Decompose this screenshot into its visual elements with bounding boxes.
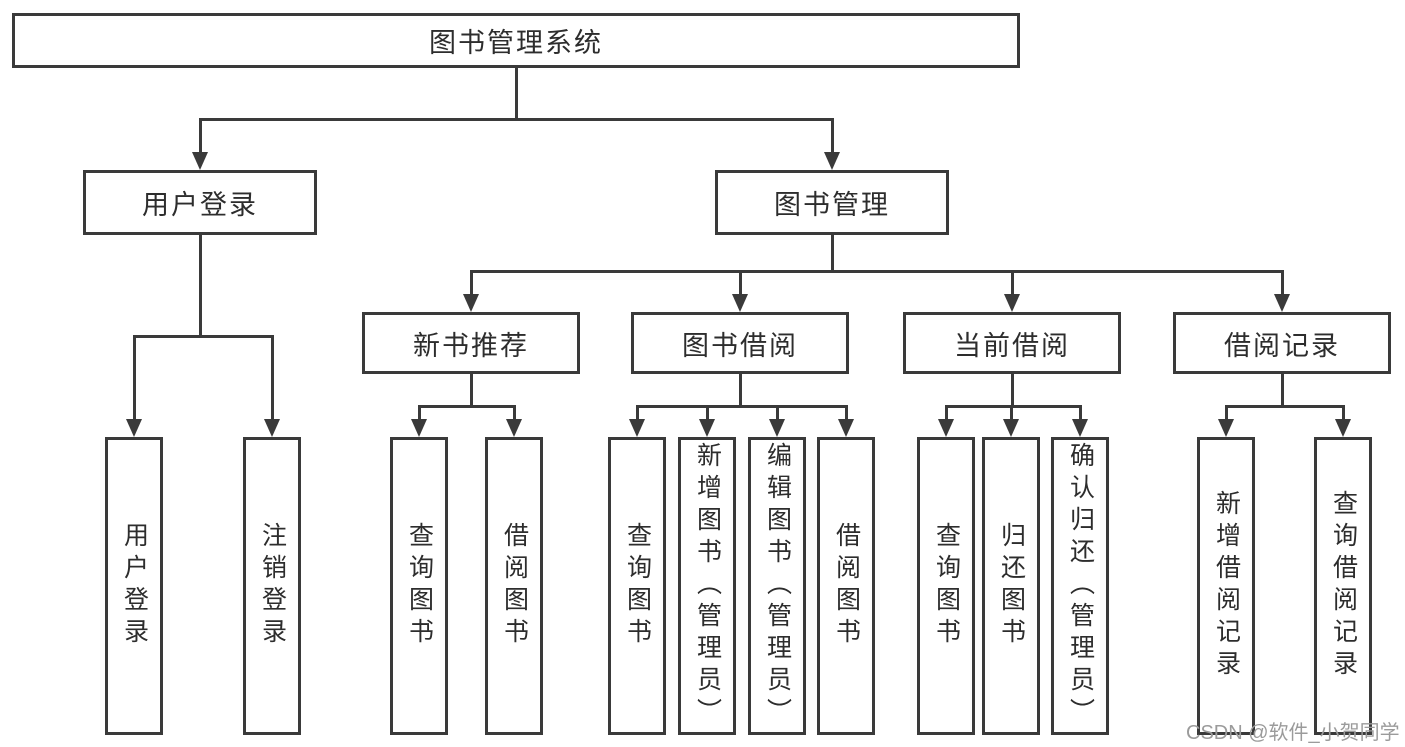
leaf-borrow-books-borrowing: 借阅图书 (817, 437, 875, 735)
arrowhead-down (1335, 419, 1351, 437)
arrowhead-down (1274, 294, 1290, 312)
leaf-user-login: 用户登录 (105, 437, 163, 735)
leaf-label: 归还图书 (997, 522, 1026, 650)
connector-stem-root (515, 68, 518, 121)
leaf-confirm-return-admin: 确认归还（管理员） (1051, 437, 1109, 735)
leaf-label: 查询借阅记录 (1329, 490, 1358, 682)
connector-drop-level3 (1281, 270, 1284, 296)
arrowhead-down (838, 419, 854, 437)
leaf-label: 编辑图书（管理员） (763, 442, 792, 730)
node-borrowing-records: 借阅记录 (1173, 312, 1391, 374)
connector-drop-book-management (831, 118, 834, 154)
node-label: 用户登录 (142, 190, 258, 220)
leaf-label: 查询图书 (623, 522, 652, 650)
arrowhead-down (1218, 419, 1234, 437)
arrowhead-down (264, 419, 280, 437)
leaf-add-books-admin: 新增图书（管理员） (678, 437, 736, 735)
leaf-query-books-recommend: 查询图书 (390, 437, 448, 735)
connector-drop-leaf (1225, 405, 1228, 421)
node-label: 图书借阅 (682, 330, 798, 361)
connector-bar-user-login (133, 335, 274, 338)
arrowhead-down (1072, 419, 1088, 437)
arrowhead-down (699, 419, 715, 437)
leaf-label: 借阅图书 (500, 522, 529, 650)
connector-bar-current-borrowing (945, 405, 1081, 408)
leaf-label: 注销登录 (258, 522, 287, 650)
csdn-watermark: CSDN @软件_小贺同学 (1186, 722, 1400, 744)
connector-bar-new-book-recommend (418, 405, 516, 408)
connector-drop-leaf (513, 405, 516, 421)
connector-bar-root (199, 118, 834, 121)
connector-drop-leaf (1342, 405, 1345, 421)
arrowhead-down (192, 152, 208, 170)
arrowhead-down (732, 294, 748, 312)
node-new-book-recommend: 新书推荐 (362, 312, 580, 374)
connector-drop-level3 (1011, 270, 1014, 296)
connector-drop-leaf (845, 405, 848, 421)
connector-drop-leaf (706, 405, 709, 421)
node-library-management-system: 图书管理系统 (12, 13, 1020, 68)
node-label: 图书管理 (774, 190, 890, 220)
leaf-label: 用户登录 (120, 522, 149, 650)
connector-drop-leaf (1010, 405, 1013, 421)
leaf-return-books: 归还图书 (982, 437, 1040, 735)
arrowhead-down (1003, 419, 1019, 437)
leaf-query-books-current: 查询图书 (917, 437, 975, 735)
leaf-add-borrow-record: 新增借阅记录 (1197, 437, 1255, 735)
node-book-management: 图书管理 (715, 170, 949, 235)
connector-bar-borrowing-records (1225, 405, 1345, 408)
node-user-login-group: 用户登录 (83, 170, 317, 235)
arrowhead-down (126, 419, 142, 437)
connector-drop-level3 (739, 270, 742, 296)
connector-bar-book-borrowing (636, 405, 847, 408)
connector-drop-leaf (945, 405, 948, 421)
node-label: 图书管理系统 (429, 28, 603, 58)
leaf-logout: 注销登录 (243, 437, 301, 735)
node-current-borrowing: 当前借阅 (903, 312, 1121, 374)
connector-drop-leaf (636, 405, 639, 421)
node-label: 借阅记录 (1224, 330, 1340, 361)
arrowhead-down (629, 419, 645, 437)
connector-stem-borrowing-records (1281, 374, 1284, 408)
leaf-label: 查询图书 (932, 522, 961, 650)
arrowhead-down (463, 294, 479, 312)
leaf-borrow-books-recommend: 借阅图书 (485, 437, 543, 735)
leaf-edit-books-admin: 编辑图书（管理员） (748, 437, 806, 735)
leaf-label: 新增借阅记录 (1212, 490, 1241, 682)
arrowhead-down (411, 419, 427, 437)
arrowhead-down (769, 419, 785, 437)
leaf-label: 新增图书（管理员） (693, 442, 722, 730)
leaf-label: 查询图书 (405, 522, 434, 650)
connector-drop-user-login (199, 118, 202, 154)
connector-bar-book-management (470, 270, 1284, 273)
connector-stem-current-borrowing (1011, 374, 1014, 408)
node-label: 新书推荐 (413, 330, 529, 361)
connector-drop-leaf (418, 405, 421, 421)
node-label: 当前借阅 (954, 330, 1070, 361)
arrowhead-down (1004, 294, 1020, 312)
connector-stem-new-book-recommend (470, 374, 473, 408)
connector-drop-leaf (1079, 405, 1082, 421)
node-book-borrowing: 图书借阅 (631, 312, 849, 374)
connector-drop-leaf (133, 335, 136, 421)
arrowhead-down (938, 419, 954, 437)
leaf-query-borrow-record: 查询借阅记录 (1314, 437, 1372, 735)
arrowhead-down (506, 419, 522, 437)
connector-stem-book-borrowing (739, 374, 742, 408)
arrowhead-down (824, 152, 840, 170)
leaf-label: 确认归还（管理员） (1066, 442, 1095, 730)
connector-drop-leaf (271, 335, 274, 421)
connector-stem-book-management (831, 235, 834, 273)
leaf-label: 借阅图书 (832, 522, 861, 650)
connector-stem-user-login (199, 235, 202, 335)
leaf-query-books-borrowing: 查询图书 (608, 437, 666, 735)
connector-drop-level3 (470, 270, 473, 296)
connector-drop-leaf (776, 405, 779, 421)
